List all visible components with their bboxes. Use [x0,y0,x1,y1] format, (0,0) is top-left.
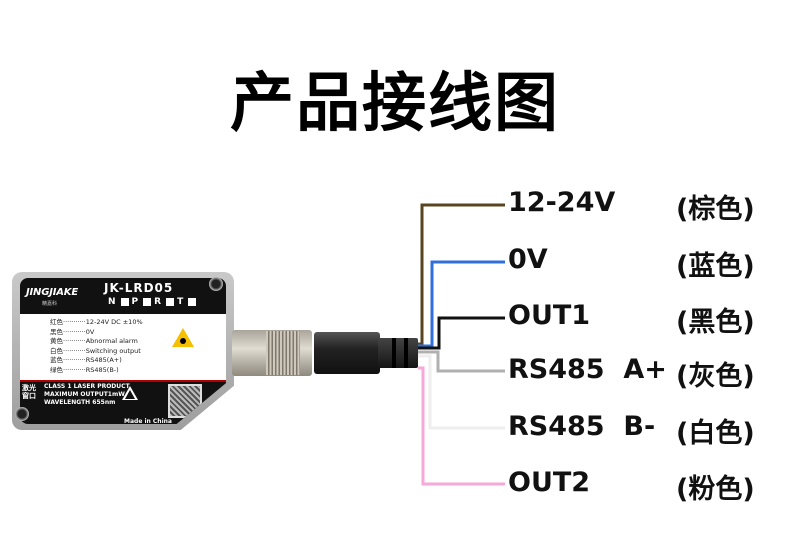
wire-legend-item: 白色···········Switching output [50,346,141,355]
wire-signal-label: OUT2 [508,467,591,498]
wire-signal-label: RS485 A+ [508,354,667,385]
wire-signal-label: OUT1 [508,300,591,331]
wire-brown [418,203,505,346]
laser-info-line: CLASS 1 LASER PRODUCT [44,383,130,390]
mode-flag: N [108,297,116,307]
laser-hazard-icon [172,328,194,347]
wire-black [418,316,505,350]
wire-color-label: (黑色) [676,307,755,338]
laser-hazard-icon-center [180,338,186,344]
page-title: 产品接线图 [230,67,560,141]
wire-signal-label: 0V [508,244,548,275]
wire-color-label: (棕色) [676,194,755,225]
strain-relief-rib [392,338,396,368]
mode-flag: P [131,297,139,307]
made-in-label: Made in China [124,418,172,425]
wire-signal-label: RS485 B- [508,411,656,442]
sensor-label-plate: JINGJIAKE 精嘉科 JK-LRD05 N P R T 红色·······… [20,278,226,424]
mode-flag: R [154,297,162,307]
mode-flag: T [177,297,184,307]
wire-legend-item: 绿色···········RS485(B-) [50,365,119,374]
aperture-label-line: 激光 [22,384,36,392]
wire-gray [418,350,505,373]
checkbox-icon [120,298,129,306]
brand-logo: JINGJIAKE [26,287,78,298]
aperture-label: 激光 窗口 [22,384,36,400]
aperture-label-line: 窗口 [22,392,36,400]
sensor-label-header: JINGJIAKE 精嘉科 JK-LRD05 N P R T [20,278,226,314]
wire-legend-item: 黄色···········Abnormal alarm [50,337,138,345]
wire-white [418,354,505,430]
wire-signal-label: 12-24V [508,187,616,218]
laser-info-panel: 激光 窗口 CLASS 1 LASER PRODUCT MAXIMUM OUTP… [20,382,226,424]
strain-relief-rib [404,338,408,368]
qr-code [168,384,202,418]
connector-thread [266,331,300,375]
cable-strain-relief [378,338,418,368]
wire-color-label: (蓝色) [676,251,755,282]
wire-color-label: (白色) [676,418,755,449]
checkbox-icon [143,298,152,306]
laser-sensor-body: JINGJIAKE 精嘉科 JK-LRD05 N P R T 红色·······… [12,272,234,430]
wire-blue [418,260,505,348]
checkbox-icon [166,298,175,306]
wire-legend-item: 蓝色···········RS485(A+) [50,356,122,364]
mounting-hole-icon [209,277,223,291]
wire-legend-list: 红色···········12-24V DC ±10% 黑色··········… [50,318,143,375]
warning-triangle-icon-inner [125,390,135,399]
cable-boot [314,332,380,374]
checkbox-icon [188,298,197,306]
wire-pink [418,366,505,486]
wire-color-label: (灰色) [676,361,755,392]
brand-subtitle: 精嘉科 [42,301,58,307]
wire-legend-item: 红色···········12-24V DC ±10% [50,318,143,326]
wire-legend-item: 黑色···········0V [50,327,95,336]
laser-info-line: MAXIMUM OUTPUT1mW [44,391,125,398]
laser-info-text: CLASS 1 LASER PRODUCT MAXIMUM OUTPUT1mW … [44,383,130,407]
mounting-hole-icon [15,407,29,421]
wire-legend-panel: 红色···········12-24V DC ±10% 黑色··········… [20,314,226,382]
laser-info-line: WAVELENGTH 655nm [44,399,116,406]
model-number: JK-LRD05 [104,281,174,295]
wire-color-label: (粉色) [676,474,755,505]
mode-flags: N P R T [108,297,197,307]
